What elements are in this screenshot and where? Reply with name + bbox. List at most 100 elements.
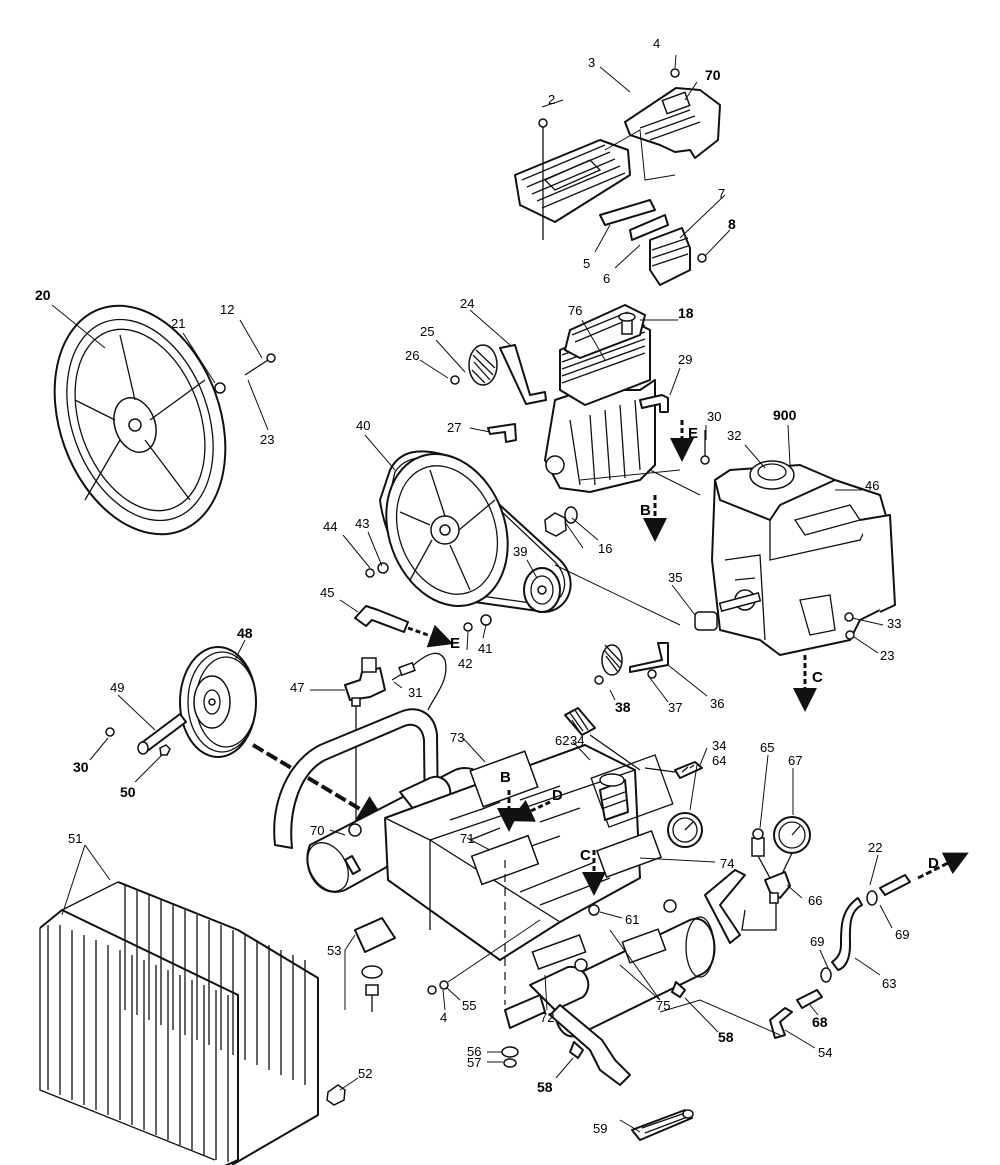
quick-coupler-left	[564, 707, 596, 736]
decal-74	[595, 829, 663, 879]
engine-shaft-coupler	[694, 592, 762, 631]
callout-24: 24	[460, 296, 474, 311]
flywheel	[53, 304, 227, 536]
callout-42: 42	[458, 656, 472, 671]
flow-labels: E B C E B D C D	[450, 425, 939, 872]
callout-26: 26	[405, 348, 419, 363]
flow-label-e-mid: E	[450, 635, 460, 652]
callout-62: 62	[555, 733, 569, 748]
cylinder-head	[514, 139, 631, 223]
callout-54: 54	[818, 1045, 832, 1060]
flow-label-c-top: C	[812, 669, 823, 686]
callout-65: 65	[760, 740, 774, 755]
callout-59: 59	[593, 1121, 607, 1136]
callout-34-left: 34	[570, 733, 584, 748]
platform-foot	[504, 994, 546, 1029]
callout-61: 61	[625, 912, 639, 927]
pulley-washer	[480, 614, 492, 626]
flywheel-washer-2	[377, 562, 389, 574]
axle	[137, 713, 187, 755]
belt-guide-line	[554, 469, 701, 626]
callout-63: 63	[882, 976, 896, 991]
hose-clamp-upper	[866, 890, 878, 906]
hose-leader	[659, 999, 781, 1036]
flow-label-e-top: E	[688, 425, 698, 442]
bumper	[501, 1046, 519, 1058]
callout-23: 23	[260, 432, 274, 447]
belt-guard-grill	[39, 881, 319, 1165]
callout-74: 74	[720, 856, 734, 871]
foot-bolt	[427, 985, 437, 995]
hose-elbow	[769, 1007, 793, 1039]
callout-75: 75	[656, 998, 670, 1013]
callout-3: 3	[588, 55, 595, 70]
callout-labels: 2 3 4 70 7 8 5 6 20 21 12 23 24 25 26 76…	[35, 36, 909, 1136]
callout-38: 38	[615, 699, 631, 715]
callout-8: 8	[728, 216, 736, 232]
tank-foot-mount	[354, 917, 396, 1012]
head-gasket	[599, 199, 669, 241]
callout-67: 67	[788, 753, 802, 768]
callout-36: 36	[710, 696, 724, 711]
regulator-assembly	[590, 754, 674, 828]
callout-76: 76	[568, 303, 582, 318]
callout-23b: 23	[880, 648, 894, 663]
flywheel-washer	[214, 382, 226, 394]
belt-guard-bracket	[601, 642, 669, 676]
pump-nut	[544, 506, 578, 537]
flow-label-c-mid: C	[580, 847, 591, 864]
axle-nut	[159, 744, 171, 756]
callout-68: 68	[812, 1014, 828, 1030]
flow-label-d-right: D	[928, 855, 939, 872]
callout-35: 35	[668, 570, 682, 585]
callout-66: 66	[808, 893, 822, 908]
unloader-valve	[344, 657, 386, 707]
tank-grommet-left	[348, 823, 362, 837]
callout-70b: 70	[310, 823, 324, 838]
callout-52: 52	[358, 1066, 372, 1081]
callout-39: 39	[513, 544, 527, 559]
callout-71: 71	[460, 831, 474, 846]
tank-gauge	[773, 816, 811, 854]
filter-screw	[450, 375, 460, 385]
filter-bracket	[487, 344, 547, 443]
air-filter-element	[468, 344, 498, 386]
callout-27: 27	[447, 420, 461, 435]
callout-55: 55	[462, 998, 476, 1013]
valve-plate	[649, 227, 691, 286]
callout-69-left: 69	[810, 934, 824, 949]
tank-grommet-rear	[663, 899, 677, 913]
callout-31: 31	[408, 685, 422, 700]
drain-valve-right	[671, 981, 686, 998]
regulator-gauge	[667, 812, 703, 848]
engine-washer	[845, 630, 855, 640]
callout-47: 47	[290, 680, 304, 695]
hose-fitting	[796, 989, 823, 1009]
callout-7: 7	[718, 186, 725, 201]
callout-64: 64	[712, 753, 726, 768]
callout-25: 25	[420, 324, 434, 339]
callout-34-right: 34	[712, 738, 726, 753]
motor-pulley	[523, 567, 561, 613]
bracket-screw	[647, 669, 657, 679]
callout-53: 53	[327, 943, 341, 958]
breather-elbow	[639, 394, 669, 413]
decal-73	[469, 750, 539, 808]
callout-5: 5	[583, 256, 590, 271]
callout-30: 30	[707, 409, 721, 424]
valve-screw	[697, 253, 707, 263]
axle-bolt	[105, 727, 115, 737]
callout-41: 41	[478, 641, 492, 656]
leader-lines	[51, 54, 893, 1133]
callout-4: 4	[653, 36, 660, 51]
gas-engine	[711, 460, 896, 656]
flow-label-b-top: B	[640, 502, 651, 519]
callout-40: 40	[356, 418, 370, 433]
guard-screw	[594, 675, 604, 685]
callout-18: 18	[678, 305, 694, 321]
wheel	[179, 646, 257, 758]
callout-16: 16	[598, 541, 612, 556]
callout-12: 12	[220, 302, 234, 317]
pump-flywheel	[385, 453, 509, 607]
